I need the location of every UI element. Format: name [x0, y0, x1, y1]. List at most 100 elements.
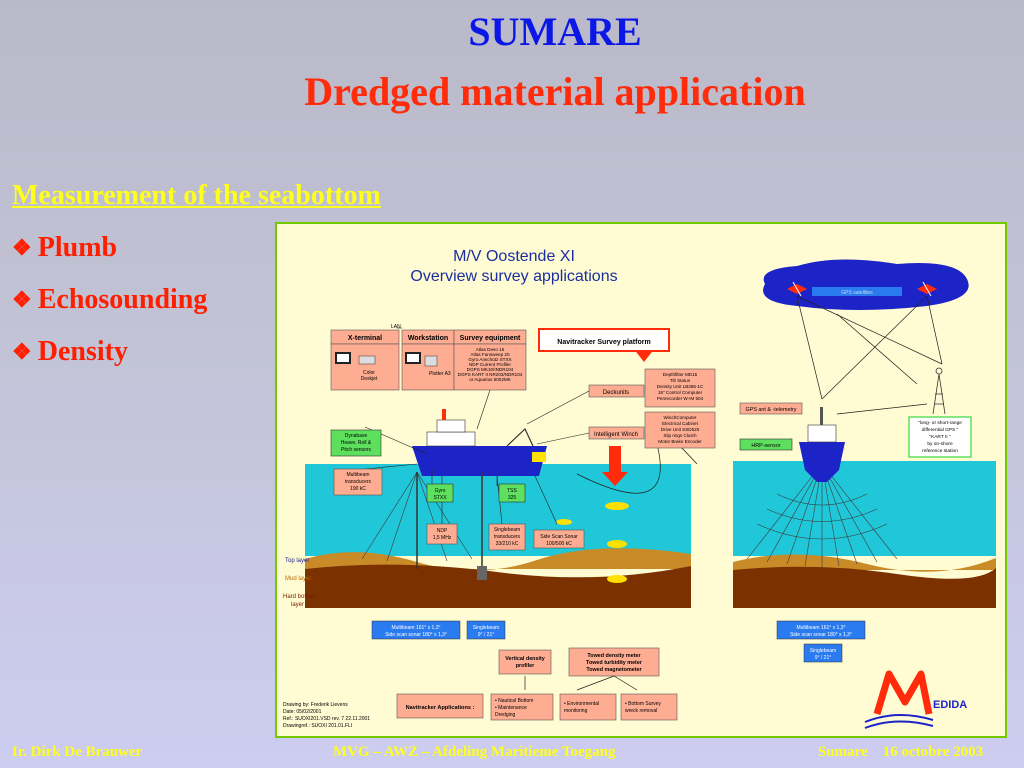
tss-box	[498, 483, 526, 503]
application-item: • Nautical Bottom	[495, 698, 533, 704]
gps-antenna-label: GPS ant & -telemetry	[746, 407, 797, 413]
printer-icon	[358, 355, 376, 365]
ship-crane	[506, 427, 534, 447]
reference-station-label: differential GPS "	[922, 427, 959, 433]
survey-equipment-box	[453, 343, 527, 391]
ndp-box	[426, 523, 458, 545]
application-arrows	[524, 675, 638, 691]
drawing-info: Drawing by: Frederik Lievens	[283, 702, 348, 708]
multibeam-transducers-box	[333, 468, 383, 496]
footer-author: Ir. Dirk De Brauwer	[12, 744, 143, 760]
ship-stern-marker	[532, 452, 546, 462]
plotter-label: Plotter A3	[429, 371, 451, 377]
gyro-label: Gyro	[435, 488, 446, 494]
drawing-info: Drawingref.: SUOXI 201.01.FLI	[283, 723, 352, 729]
intelligent-winch-label: Intelligent Winch	[594, 432, 638, 438]
singlebeam-result-label: 9° / 21°	[815, 655, 832, 661]
footer-organization: MVG – AWZ – Afdeling Maritieme Toegang	[333, 744, 616, 760]
bullet-label: Plumb	[37, 232, 118, 263]
logo-text: EDIDA	[933, 699, 967, 711]
towed-meter-label: Towed density meter	[587, 653, 641, 659]
reference-station-label: reference station	[922, 448, 958, 454]
deckunit-item: 19" Control Computer	[658, 390, 703, 395]
survey-equipment-item: NDP Current Profiler	[469, 362, 512, 367]
application-item: monitoring	[564, 708, 588, 714]
mud-layer-right	[733, 566, 996, 608]
towed-meter-label: Towed magnetometer	[586, 667, 642, 673]
singlebeam-transducers-label: 33/210 kC	[496, 541, 519, 547]
vertical-density-label: Vertical density	[505, 656, 545, 662]
hard-bottom-label: Hard bottom	[283, 594, 316, 600]
satellite-icon	[787, 281, 807, 297]
singlebeam-transducers-label: transducers	[494, 534, 521, 540]
vertical-density-label: profiler	[516, 663, 535, 669]
dynabase-label: Heave, Roll &	[341, 440, 372, 446]
multibeam-transducers-label: 190 kC	[350, 486, 366, 492]
gyro-box	[426, 483, 454, 503]
survey-equipment-item: Atlas Fansweep 20	[470, 352, 510, 357]
multibeam-result-label: Side scan sonar 180° x 1,3°	[790, 632, 852, 638]
x-terminal-box	[330, 343, 400, 391]
deckunit-item: Penrecorder W+M 504	[657, 396, 704, 401]
reference-station-label: "long- or short-range	[918, 420, 962, 426]
survey-equipment-label: Survey equipment	[460, 335, 521, 342]
ship-mast-left	[442, 409, 446, 420]
bullet-echosounding: ❖Echosounding	[12, 284, 207, 316]
towed-sensor-3	[607, 575, 627, 583]
ndp-label: 1,5 MHz	[433, 535, 452, 541]
diagram-subtitle: Overview survey applications	[410, 268, 617, 285]
multibeam-transducers-label: Multibeam	[346, 472, 369, 478]
deckunits-label: Deckunits	[603, 390, 629, 396]
slide-subtitle: Dredged material application	[304, 69, 806, 114]
gps-signal-lines	[796, 295, 943, 415]
application-item: • Environmental	[564, 701, 599, 707]
hrp-sensor-box	[739, 438, 793, 451]
reference-station-label: "KART II "	[929, 434, 951, 440]
mud-layer-left	[305, 564, 691, 608]
winch-item: Electrical Cabinet	[662, 421, 698, 426]
reference-station-tower-icon	[932, 367, 946, 415]
satellite-cloud	[763, 259, 969, 310]
water-right	[733, 461, 996, 556]
side-scan-sonar-label: Side Scan Sonar	[540, 534, 578, 540]
color-deskjet-label: Color	[363, 370, 375, 376]
hard-bottom-label: layer	[291, 602, 304, 608]
multibeam-result-left	[371, 620, 461, 640]
towed-sensor-2	[607, 540, 627, 548]
drawing-info: Ref.: SUOXI201.VSD rev. 7 22.11.2001	[283, 716, 370, 722]
singlebeam-transducers-label: Singlebeam	[494, 527, 520, 533]
survey-equipment-item: Gyro Anschütz STXX	[468, 357, 511, 362]
multibeam-result-label: Multibeam 161° x 1,3°	[796, 625, 845, 631]
singlebeam-result-label: Singlebeam	[810, 648, 836, 654]
ship-hull-right	[799, 442, 845, 482]
tss-label: 325	[508, 495, 517, 501]
four-diamond-bullet-icon: ❖	[12, 287, 32, 312]
side-scan-sonar-box	[533, 529, 585, 549]
workstation-box	[401, 343, 455, 391]
reference-station-label: by on-shore	[927, 441, 953, 447]
gps-antenna-box	[739, 402, 803, 415]
applications-label: Navitracker Applications :	[406, 705, 475, 711]
hrp-sensor-label: HRP-sensor	[751, 443, 781, 449]
top-layer-label: Top layer	[285, 558, 309, 564]
winch-item: Motor Brake Encoder	[658, 439, 702, 444]
survey-equipment-item: DGPS MK10/INDR104	[467, 367, 514, 372]
four-diamond-bullet-icon: ❖	[12, 339, 32, 364]
navitracker-platform-label: Navitracker Survey platform	[557, 339, 650, 346]
towed-meters-box	[568, 647, 660, 677]
bullet-plumb: ❖Plumb	[12, 232, 117, 264]
ship-cabin-right	[807, 424, 837, 443]
plotter-icon	[424, 355, 438, 367]
x-terminal-label: X-terminal	[348, 335, 382, 342]
multibeam-transducers-label: transducers	[345, 479, 372, 485]
ship-cabin-left	[426, 431, 476, 447]
drawing-info: Date: 05/02/2001	[283, 709, 322, 715]
gyro-label: STXX	[433, 495, 447, 501]
color-deskjet-label: Deskjet	[361, 376, 378, 382]
ship-mast-right	[820, 407, 823, 425]
multibeam-fan-right	[746, 463, 898, 567]
workstation-label: Workstation	[408, 335, 448, 342]
ship-hull-left	[412, 446, 547, 476]
singlebeam-result-label: 9° / 21°	[478, 632, 495, 638]
diagram-title: M/V Oostende XI	[453, 248, 575, 265]
